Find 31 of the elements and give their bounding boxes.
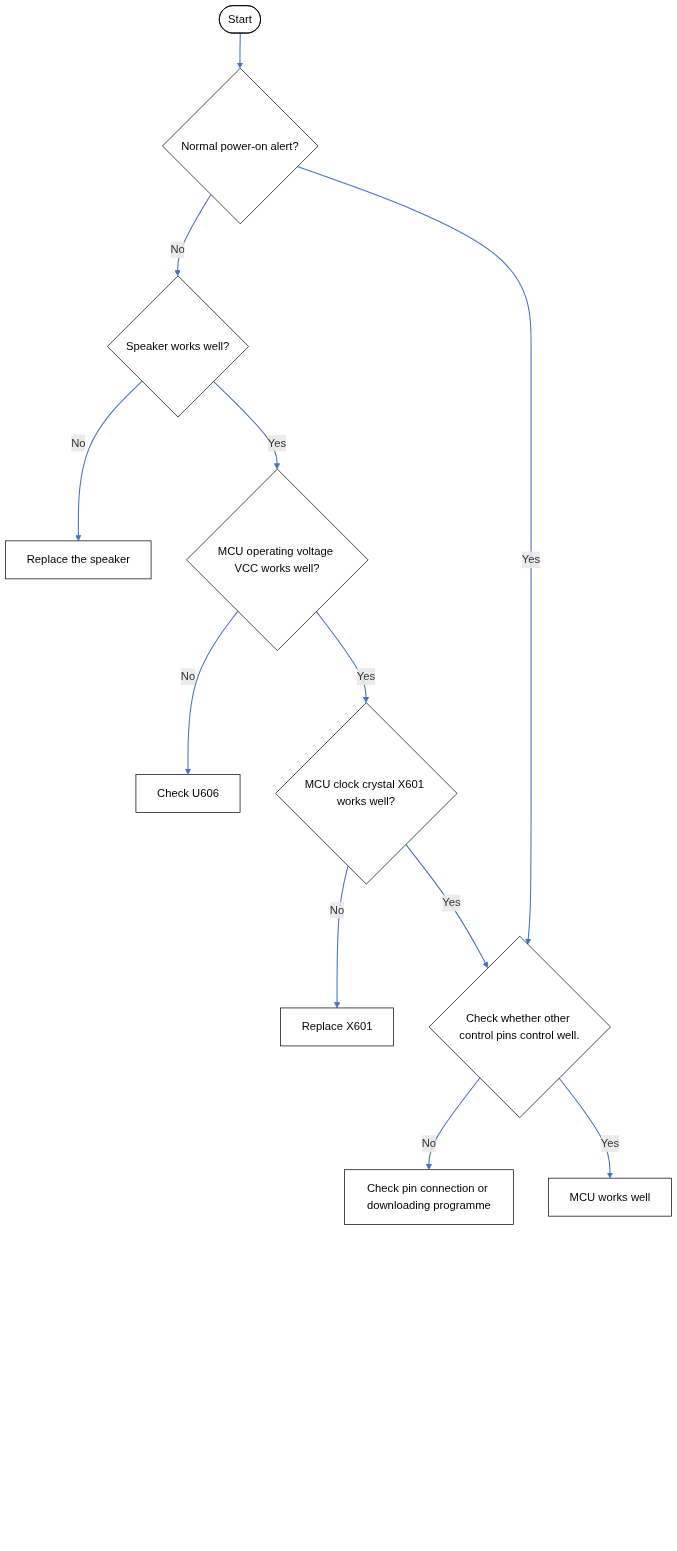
edge-label: No — [71, 436, 86, 449]
edge-label: No — [180, 670, 196, 683]
node-box: Check U606 — [135, 774, 241, 813]
edge-label: Yes — [600, 1137, 620, 1150]
arrow — [75, 380, 143, 542]
edge-label: Yes — [521, 553, 541, 566]
arrow — [425, 1077, 481, 1170]
arrow — [296, 165, 532, 945]
arrow — [405, 843, 489, 969]
node-box: MCU works well — [548, 1177, 672, 1217]
node-box: Check pin connection or downloading programme — [344, 1169, 514, 1225]
edge-label: Yes — [356, 670, 376, 683]
edge-label: Yes — [267, 436, 287, 449]
edge-label: No — [329, 903, 345, 916]
edge-label: No — [170, 243, 185, 256]
node-box: Replace the speaker — [5, 540, 152, 580]
arrow — [174, 194, 212, 277]
node-diamond: Speaker works well? — [107, 275, 249, 418]
edge-label: Yes — [442, 896, 461, 909]
edge-label: No — [421, 1137, 437, 1150]
arrow — [212, 380, 281, 470]
node-diamond: Normal power-on alert? — [162, 67, 319, 225]
node-diamond: MCU clock crystal X601 works well? — [275, 702, 458, 885]
node-diamond: MCU operating voltage VCC works well? — [186, 468, 369, 651]
arrow — [558, 1077, 614, 1179]
arrow — [236, 32, 244, 69]
node-diamond: Check whether other control pins control well. — [428, 935, 611, 1118]
arrow — [315, 610, 370, 703]
node-box: Replace X601 — [280, 1007, 394, 1047]
arrow — [333, 865, 349, 1009]
arrow — [184, 610, 239, 775]
